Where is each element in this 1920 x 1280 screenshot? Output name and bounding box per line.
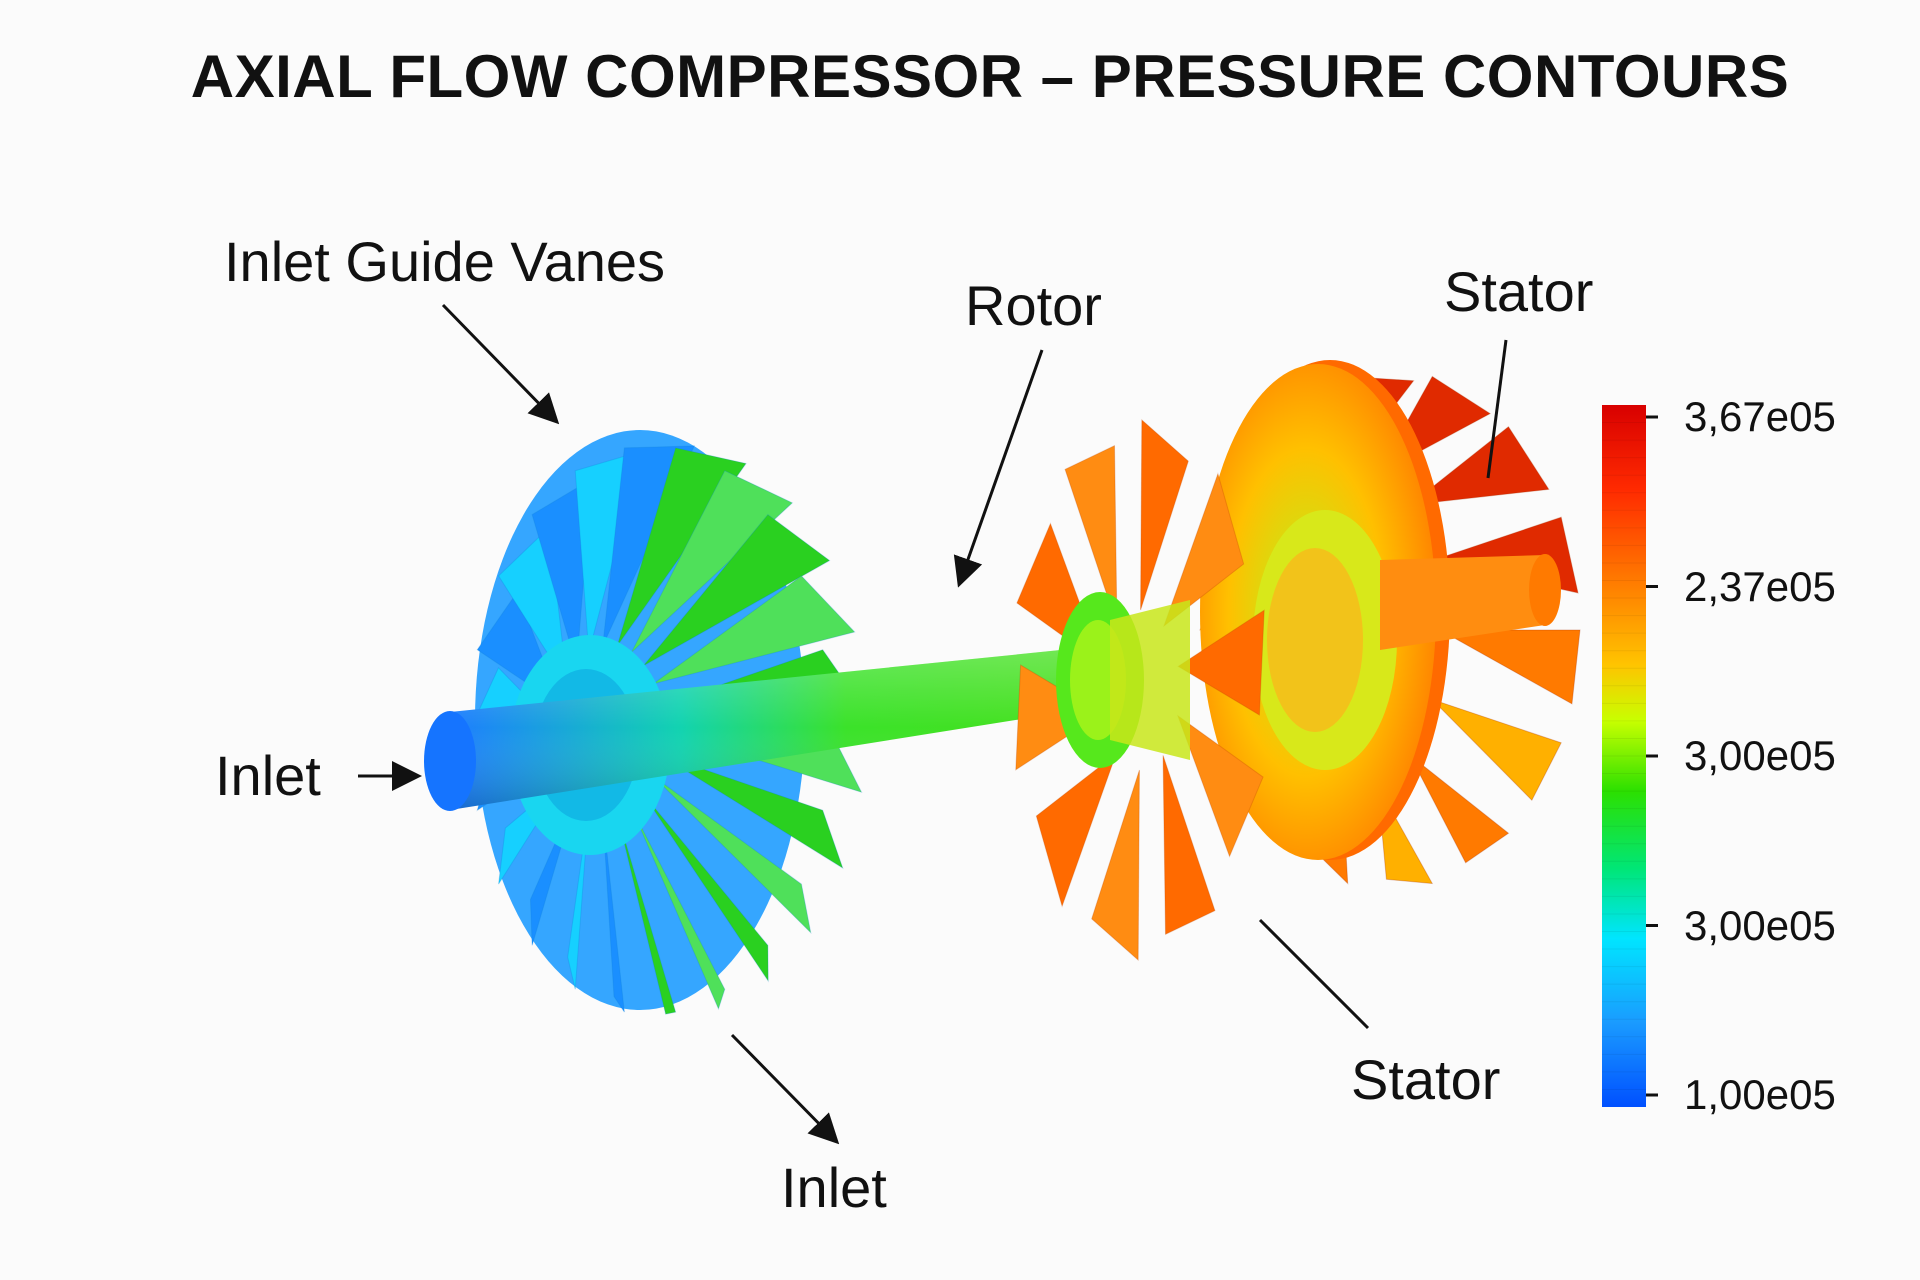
rotor-blade xyxy=(1035,752,1118,908)
rotor-blade xyxy=(1091,769,1140,962)
color-bar-tick-label: 2,37e05 xyxy=(1684,562,1836,610)
igv-blade xyxy=(616,813,677,1015)
color-bar xyxy=(1602,405,1658,1107)
color-bar-ticks xyxy=(1646,415,1658,1097)
igv-blade xyxy=(642,793,769,983)
igv-blade xyxy=(643,513,831,667)
color-bar-bands xyxy=(1602,422,1646,1090)
stator-blade xyxy=(1431,698,1562,802)
rotor-blade xyxy=(1177,609,1265,716)
label-stator-bottom: Stator xyxy=(1351,1048,1501,1111)
rotor-blades xyxy=(1015,418,1265,962)
shaft-inlet-face xyxy=(424,711,476,811)
stator-blade xyxy=(1438,629,1581,705)
stator xyxy=(1199,360,1581,885)
color-bar-tick-label: 3,00e05 xyxy=(1684,901,1836,949)
igv-blade xyxy=(652,575,856,685)
page-title: AXIAL FLOW COMPRESSOR – PRESSURE CONTOUR… xyxy=(190,43,1790,110)
color-bar-tick-label: 3,67e05 xyxy=(1684,393,1836,440)
stator-hub-inner xyxy=(1267,548,1363,732)
arrow-inlet-guide-vanes xyxy=(441,303,560,425)
line-stator-top xyxy=(1486,339,1508,479)
stator-blade xyxy=(1408,425,1550,506)
rotor xyxy=(1015,418,1265,962)
shaft-shading xyxy=(450,645,1110,810)
rotor-blade xyxy=(1162,755,1216,936)
igv-blade xyxy=(630,807,726,1011)
label-inlet-guide-vanes: Inlet Guide Vanes xyxy=(224,230,666,293)
stator-blade xyxy=(1409,754,1510,864)
igv-blade xyxy=(658,753,844,870)
igv-blade xyxy=(630,470,794,654)
color-bar-tick-label: 1,00e05 xyxy=(1684,1071,1836,1118)
rotor-hub-body xyxy=(1110,600,1190,760)
rotor-blade xyxy=(1064,444,1118,625)
igv-blade xyxy=(652,775,812,935)
stator-shaft-end xyxy=(1380,555,1545,650)
igv-blade xyxy=(602,814,625,1013)
stator-shaft-face xyxy=(1529,554,1561,626)
arrow-inlet-bottom xyxy=(730,1033,840,1145)
shaft xyxy=(424,645,1110,811)
label-inlet-bottom: Inlet xyxy=(781,1156,887,1219)
rotor-blade xyxy=(1140,418,1189,611)
line-stator-bottom xyxy=(1258,918,1370,1030)
label-inlet-left: Inlet xyxy=(215,744,321,807)
rotor-blade xyxy=(1162,472,1245,628)
color-bar-tick-label: 3,00e05 xyxy=(1684,732,1836,779)
label-stator-top: Stator xyxy=(1444,260,1594,323)
annotation-arrows xyxy=(358,303,1508,1145)
arrow-rotor xyxy=(953,349,1044,588)
color-bar-gradient xyxy=(1602,405,1646,1107)
label-rotor: Rotor xyxy=(965,274,1102,337)
rotor-blade xyxy=(1176,714,1264,858)
